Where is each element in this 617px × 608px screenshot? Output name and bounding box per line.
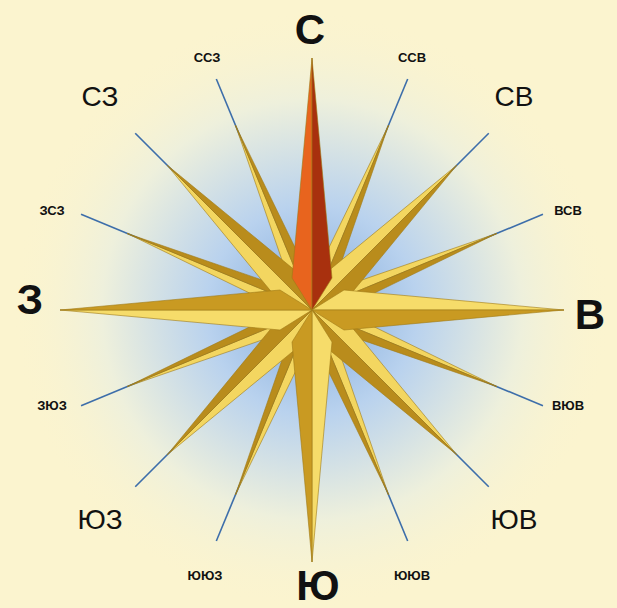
ray-light [312, 290, 564, 310]
direction-label: ССЗ [194, 51, 221, 64]
direction-label: СВ [495, 83, 534, 111]
ray-dark [292, 310, 312, 562]
ray-dark [312, 165, 457, 310]
direction-label: ЗСЗ [39, 204, 64, 217]
ray-dark [312, 58, 332, 310]
direction-label: ЗЮЗ [37, 399, 67, 412]
cardinal-label: С [295, 9, 325, 51]
direction-label: ЮЮЗ [188, 569, 223, 582]
ray-dark [167, 310, 312, 455]
ray-light [167, 310, 312, 455]
direction-label: ЮЮВ [394, 569, 430, 582]
ray-light [292, 58, 312, 310]
ray-dark [312, 310, 457, 455]
glow [12, 10, 612, 608]
direction-label: ВСВ [554, 204, 582, 217]
ray-dark [312, 310, 564, 330]
ray-light [60, 310, 312, 330]
ray-light [312, 165, 457, 310]
direction-label: СЗ [82, 83, 119, 111]
direction-label: ЮВ [491, 506, 538, 534]
direction-label: ССВ [398, 51, 426, 64]
cardinal-label: Ю [296, 565, 339, 607]
cardinal-label: В [575, 294, 605, 336]
direction-label: ЮЗ [77, 506, 122, 534]
direction-label: ВЮВ [552, 399, 584, 412]
star-rays [60, 58, 564, 562]
cardinal-label: З [17, 279, 43, 321]
ray-dark [60, 290, 312, 310]
ray-light [167, 165, 312, 310]
ray-light [312, 310, 457, 455]
ray-dark [167, 165, 312, 310]
ray-light [312, 310, 332, 562]
